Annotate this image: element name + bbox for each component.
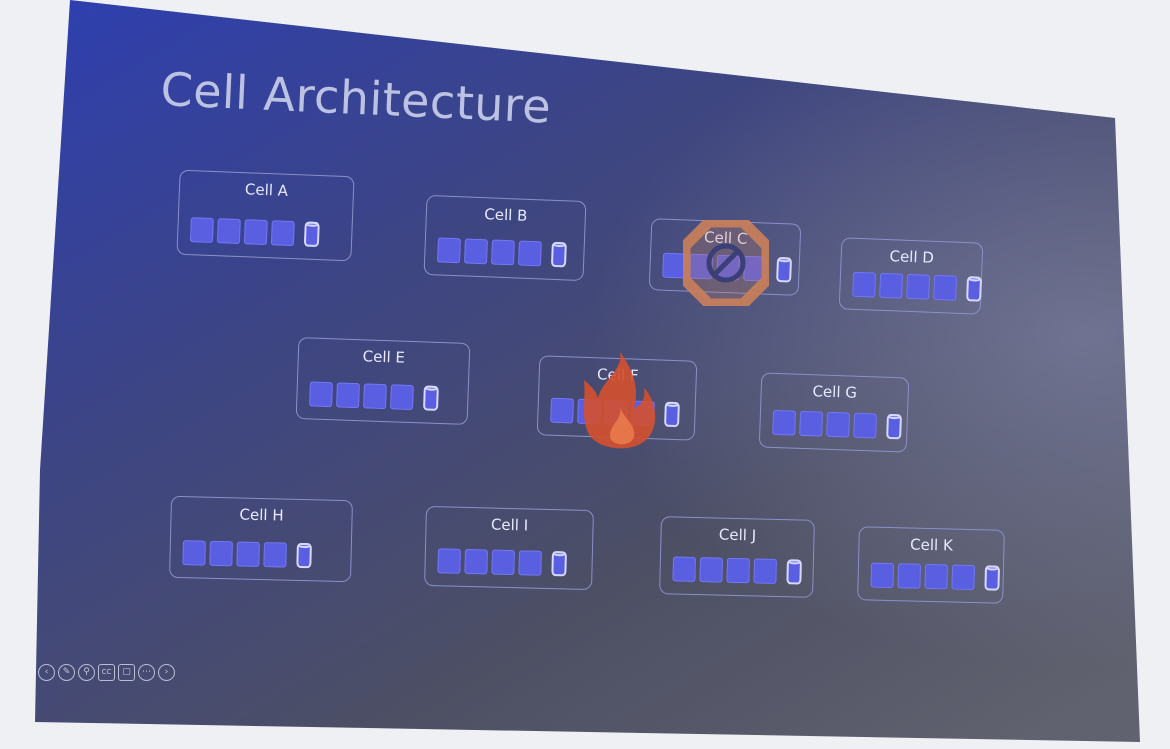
previous-icon[interactable]: ‹ <box>38 664 55 681</box>
instance-block <box>753 558 777 584</box>
cell-contents <box>182 540 312 569</box>
cell-contents <box>437 237 567 268</box>
instance-block <box>799 410 824 437</box>
cell-i: Cell I <box>424 505 594 591</box>
database-icon <box>550 241 567 268</box>
instance-block <box>951 564 976 591</box>
cell-label: Cell I <box>490 515 529 535</box>
cell-contents <box>672 556 802 585</box>
instance-block <box>550 397 574 424</box>
cell-h: Cell H <box>169 495 353 583</box>
instance-block <box>270 220 295 247</box>
instance-block <box>933 274 958 301</box>
cell-contents <box>189 217 320 248</box>
cell-b: Cell B <box>423 194 587 282</box>
cell-label: Cell K <box>909 535 954 555</box>
cell-a: Cell A <box>176 169 355 262</box>
instance-block <box>726 557 750 584</box>
database-icon <box>776 256 793 283</box>
instance-block <box>243 219 268 246</box>
instance-block <box>672 556 696 582</box>
instance-block <box>336 382 360 409</box>
cell-d: Cell D <box>838 237 984 315</box>
cell-label: Cell G <box>812 382 858 402</box>
cell-label: Cell J <box>718 525 757 545</box>
presenter-toolbar: ‹ ✎ ⚲ CC ▢ ⋯ › <box>38 664 175 681</box>
cell-contents <box>309 381 439 411</box>
instance-block <box>852 271 877 298</box>
instance-block <box>906 273 931 300</box>
database-icon <box>303 221 320 248</box>
more-icon[interactable]: ⋯ <box>138 664 155 681</box>
instance-block <box>209 540 233 567</box>
instance-block <box>772 409 797 436</box>
cell-contents <box>437 548 567 577</box>
database-icon <box>664 401 680 428</box>
database-icon <box>984 565 1001 591</box>
instance-block <box>826 411 851 438</box>
instance-block <box>437 548 461 574</box>
instance-block <box>924 563 949 590</box>
cell-j: Cell J <box>659 516 815 598</box>
instance-block <box>189 217 214 244</box>
zoom-icon[interactable]: ⚲ <box>78 664 95 681</box>
database-icon <box>551 551 567 577</box>
database-icon <box>786 559 802 585</box>
cell-contents <box>870 562 1001 591</box>
database-icon <box>296 542 312 569</box>
prohibited-icon <box>683 220 769 306</box>
instance-block <box>390 384 414 411</box>
pen-icon[interactable]: ✎ <box>58 664 75 681</box>
cell-label: Cell E <box>362 347 406 367</box>
instance-block <box>463 238 488 265</box>
cell-e: Cell E <box>295 337 471 425</box>
cell-label: Cell H <box>239 505 284 525</box>
instance-block <box>699 557 723 583</box>
instance-block <box>853 412 877 439</box>
cell-contents <box>852 271 983 302</box>
instance-block <box>464 548 488 575</box>
database-icon <box>886 413 902 440</box>
instance-block <box>263 542 287 568</box>
instance-block <box>216 218 241 245</box>
database-icon <box>966 276 983 302</box>
captions-label: CC <box>101 668 112 676</box>
instance-block <box>491 549 515 576</box>
instance-block <box>182 540 206 566</box>
flame-icon <box>584 352 656 449</box>
cell-label: Cell D <box>889 247 935 267</box>
instance-block <box>897 563 922 589</box>
slides-icon[interactable]: ▢ <box>118 664 135 681</box>
instance-block <box>518 550 542 576</box>
instance-block <box>870 562 895 589</box>
instance-block <box>879 272 904 299</box>
cell-contents <box>772 409 902 440</box>
cell-label: Cell A <box>244 180 289 200</box>
instance-block <box>490 239 515 266</box>
subtitles-icon[interactable]: CC <box>98 664 115 681</box>
cell-g: Cell G <box>758 372 910 453</box>
instance-block <box>236 541 260 567</box>
instance-block <box>437 237 461 264</box>
cell-label: Cell B <box>483 205 528 225</box>
database-icon <box>422 385 439 411</box>
next-icon[interactable]: › <box>158 664 175 681</box>
cell-k: Cell K <box>857 526 1005 604</box>
instance-block <box>363 383 387 410</box>
instance-block <box>309 381 333 408</box>
instance-block <box>517 240 542 267</box>
